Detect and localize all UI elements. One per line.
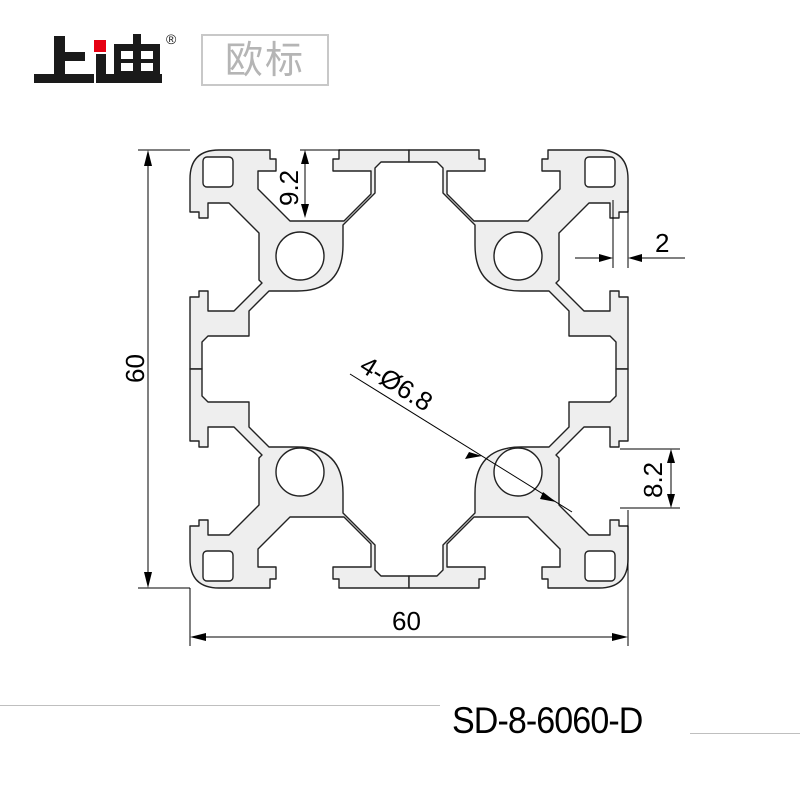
corner-cavity	[202, 156, 234, 188]
corner-cavity	[584, 550, 616, 582]
dim-slot-depth: 9.2	[274, 170, 304, 206]
footer-rule-right	[690, 733, 800, 734]
profile-body	[189, 149, 629, 589]
logo-char-shang	[34, 36, 94, 83]
dim-holes: 4-Ø6.8	[355, 350, 438, 418]
center-hole	[493, 231, 543, 281]
dim-slot-opening: 8.2	[638, 462, 668, 498]
model-code: SD-8-6060-D	[452, 700, 643, 741]
dim-height: 60	[120, 354, 150, 383]
corner-cavity	[202, 550, 234, 582]
footer-rule-left	[0, 705, 440, 706]
center-hole	[275, 447, 325, 497]
logo-char-di	[94, 34, 162, 83]
standard-badge: 欧标	[201, 34, 329, 86]
corner-cavity	[584, 156, 616, 188]
dimension-arrows	[144, 150, 675, 641]
dim-wall: 2	[655, 228, 669, 258]
center-hole	[493, 447, 543, 497]
registered-mark: ®	[166, 31, 177, 47]
center-hole	[275, 231, 325, 281]
dim-width: 60	[392, 606, 421, 636]
brand-logo: ®	[34, 31, 177, 83]
